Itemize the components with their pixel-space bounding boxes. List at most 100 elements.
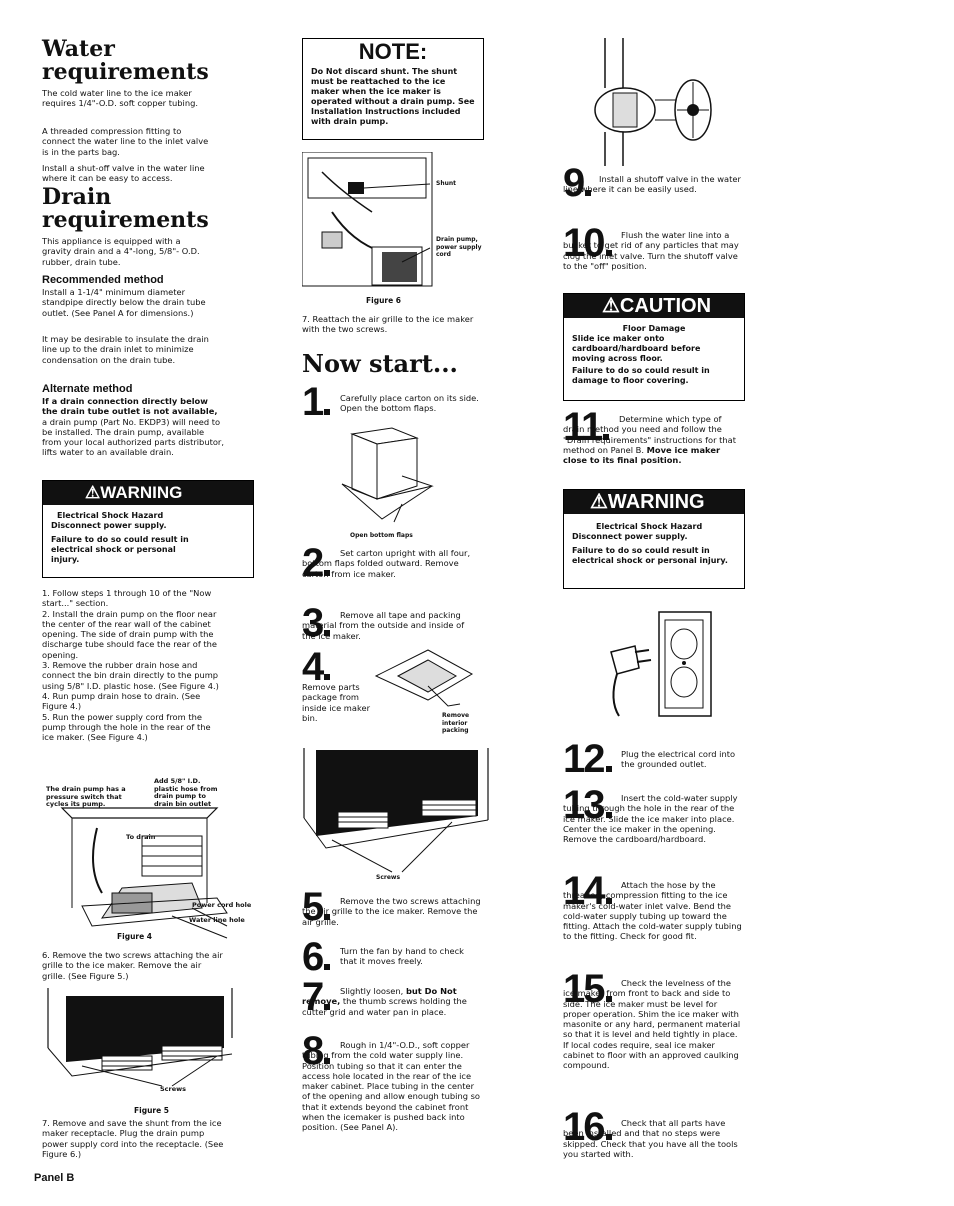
step-16-number: 16 (563, 1107, 612, 1147)
panel-label: Panel B (34, 1172, 75, 1184)
caution-line1: Floor Damage (622, 324, 686, 333)
step-3-text: Remove all tape and packing material fro… (302, 610, 465, 641)
water-requirements-section: Water requirements (42, 38, 264, 84)
step-11-text: Determine which type of drain method you… (563, 414, 745, 465)
note-text: Do Not discard shunt. The shunt must be … (311, 67, 475, 126)
step-9-text: Install a shutoff valve in the water lin… (563, 174, 741, 195)
shutoff-valve-drawing (594, 38, 712, 166)
warning-line1: Electrical Shock Hazard (57, 511, 164, 520)
figure-4: The drain pump has a pressure switch tha… (42, 777, 264, 948)
step-4: 4 Remove parts package from inside ice m… (302, 647, 492, 740)
step-13-number: 13 (563, 785, 612, 825)
drain-requirements-section: Drain requirements (42, 186, 264, 232)
step-14: 14 (563, 871, 623, 914)
step-4-number: 4 (302, 647, 331, 687)
step-7-text-c: the thumb screws holding the cutter grid… (302, 996, 467, 1017)
drain-pump-steps: 1. Follow steps 1 through 10 of the "Now… (42, 588, 219, 743)
step-15: 15 (563, 969, 623, 1012)
fig5-screws-label: Screws (160, 1085, 187, 1093)
step-10: 10 (563, 223, 623, 266)
step-5-number: 5 (302, 887, 331, 927)
step-3-number: 3 (302, 603, 331, 643)
step-7: 7 (302, 977, 342, 1020)
water-requirements-title: Water requirements (42, 36, 209, 85)
step-3: 3 (302, 603, 492, 646)
drain-p1: This appliance is equipped with a gravit… (42, 236, 200, 267)
fig6-shunt-label: Shunt (436, 180, 457, 187)
step-2-number: 2 (302, 543, 331, 583)
step-9: 9 (563, 163, 603, 206)
fig4-water-line-label: Water line hole (189, 916, 245, 924)
step-15-text: Check the levelness of the ice maker fro… (563, 978, 741, 1071)
warning-line2: Disconnect power supply. (51, 521, 167, 530)
step-2: 2 (302, 543, 492, 596)
step-4-text: Remove parts package from inside ice mak… (302, 682, 370, 723)
step-6: 6 (302, 937, 342, 980)
note-box: NOTE: Do Not discard shunt. The shunt mu… (302, 38, 484, 140)
fig4-drawing (60, 807, 228, 939)
rec-p2: It may be desirable to insulate the drai… (42, 334, 209, 365)
step-4-caption: Remove interior packing (442, 712, 470, 734)
step-1-caption: Open bottom flaps (350, 532, 413, 539)
fig4-power-cord-label: Power cord hole (192, 901, 252, 909)
step-12-number: 12 (563, 739, 612, 779)
step6-text: 6. Remove the two screws attaching the a… (42, 950, 223, 981)
carton-drawing (341, 427, 434, 523)
caution-line2: Slide ice maker onto cardboard/hardboard… (572, 334, 701, 363)
recommended-method-title: Recommended method (42, 274, 164, 286)
step-2-text: Set carton upright with all four, bottom… (302, 548, 471, 579)
step-8: 8 (302, 1031, 342, 1074)
caution-line3: Failure to do so could result in damage … (572, 366, 710, 385)
fig4-to-drain-label: To drain (126, 833, 156, 841)
water-p2: A threaded compression fitting to connec… (42, 126, 209, 157)
packing-drawing (374, 649, 474, 707)
step-10-number: 10 (563, 223, 612, 263)
step-13-text: Insert the cold-water supply tubing thro… (563, 793, 738, 845)
fig6-caption: Figure 6 (366, 296, 402, 305)
step-9-number: 9 (563, 163, 592, 203)
rec-p1: Install a 1-1/4" minimum diameter standp… (42, 287, 206, 318)
drain-requirements-title: Drain requirements (42, 184, 209, 233)
warning-box-right: ⚠WARNING Electrical Shock Hazard Disconn… (563, 489, 745, 589)
step-6-number: 6 (302, 937, 331, 977)
step-10-text: Flush the water line into a bucket to ge… (563, 230, 739, 271)
water-p1: The cold water line to the ice maker req… (42, 88, 198, 109)
step-1-text: Carefully place carton on its side. Open… (340, 393, 479, 414)
step-1: 1 Carefully place carton on its side. Op… (302, 382, 492, 425)
now-start-title: Now start... (302, 349, 458, 378)
step-8-number: 8 (302, 1031, 331, 1071)
step-14-text: Attach the hose by the threaded, compres… (563, 880, 742, 942)
fig4-note-left: The drain pump has a pressure switch tha… (46, 785, 126, 808)
screws-caption: Screws (376, 874, 401, 881)
figure-6: Shunt Drain pump, power supply cord (302, 152, 494, 292)
step-16-text: Check that all parts have been installed… (563, 1118, 738, 1159)
step-11-text-bold: Move ice maker close to its final positi… (563, 444, 721, 466)
alt-p1: If a drain connection directly below the… (42, 396, 224, 458)
outlet-plug-drawing (610, 611, 712, 717)
warning-line3: Failure to do so could result in electri… (51, 535, 189, 564)
step-12-text: Plug the electrical cord into the ground… (621, 749, 736, 770)
warning-right-line3: Failure to do so could result in electri… (572, 546, 728, 565)
step-12: 12 (563, 739, 623, 782)
fig5-drawing (47, 988, 233, 1087)
grille-drawing (303, 748, 489, 873)
fig4-caption: Figure 4 (117, 932, 153, 941)
fig6-drawing (302, 152, 433, 287)
fig6-pump-label: Drain pump, power supply cord (436, 236, 482, 258)
warning-box-left: ⚠WARNING Electrical Shock Hazard Disconn… (42, 480, 254, 578)
step-16: 16 (563, 1107, 623, 1150)
step-11-text-a: Determine which type of drain method you… (563, 414, 736, 455)
warning-bar-right: ⚠WARNING (564, 490, 744, 514)
alt-bold: If a drain connection directly below the… (42, 396, 218, 417)
step-7-text-bold: but Do Not remove, (302, 986, 457, 1007)
step-11: 11 (563, 407, 623, 450)
step-8-text: Rough in 1/4"-O.D., soft copper tubing f… (302, 1040, 481, 1133)
warning-right-line2: Disconnect power supply. (572, 532, 688, 541)
step-7-text-a: Slightly loosen, (340, 986, 406, 996)
step-7-text: Slightly loosen, but Do Not remove, the … (302, 986, 477, 1017)
step-1-number: 1 (302, 382, 331, 422)
fig6-text: 7. Reattach the air grille to the ice ma… (302, 314, 474, 335)
step-6-text: Turn the fan by hand to check that it mo… (340, 946, 464, 967)
warning-bar: ⚠WARNING (43, 481, 253, 505)
step7-text: 7. Remove and save the shunt from the ic… (42, 1118, 224, 1159)
